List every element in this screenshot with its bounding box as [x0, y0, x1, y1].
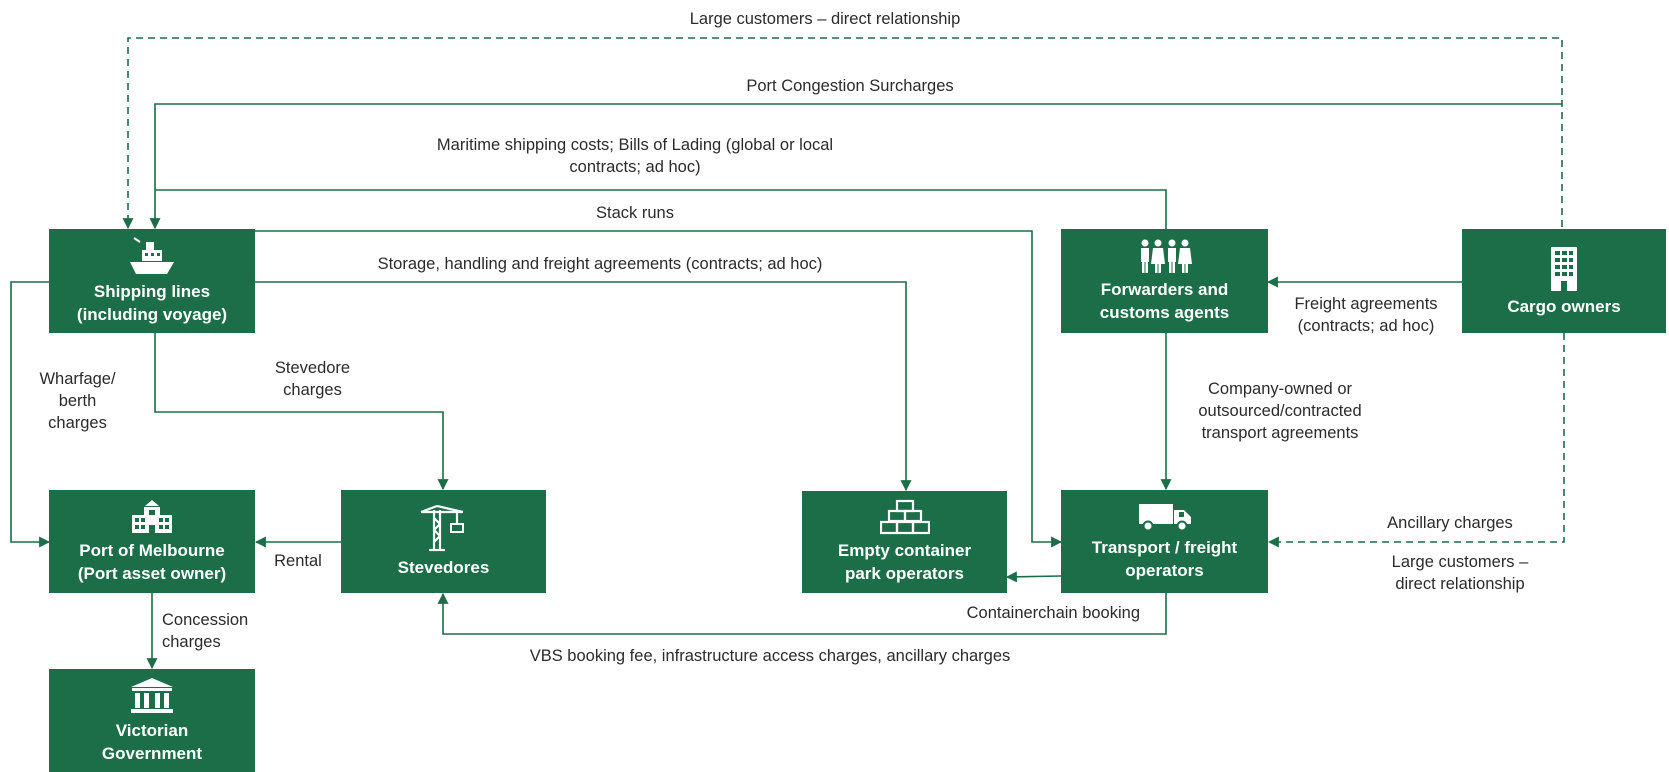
label-freight-agreements: Freight agreements (contracts; ad hoc) [1294, 295, 1438, 335]
label-company-owned: Company-owned or outsourced/contracted t… [1198, 380, 1362, 442]
label-concession: Concession charges [162, 611, 249, 651]
node-label: Shipping lines (including voyage) [76, 282, 228, 324]
node-transport-operators: Transport / freight operators [1061, 490, 1268, 593]
label-large-customers-top: Large customers – direct relationship [689, 10, 961, 28]
port-building-icon [132, 499, 172, 533]
label-stevedore-charges: Stevedore charges [274, 359, 351, 399]
node-label: Forwarders and customs agents [1099, 280, 1230, 322]
node-label: Stevedores [397, 558, 490, 577]
label-wharfage: Wharfage/ berth charges [39, 370, 116, 432]
truck-icon [1138, 503, 1191, 531]
edge-ancillary [1267, 323, 1570, 548]
people-icon [1140, 239, 1192, 273]
label-rental: Rental [274, 552, 322, 570]
node-cargo-owners: Cargo owners [1462, 229, 1666, 333]
node-label: Port of Melbourne (Port asset owner) [77, 540, 227, 583]
node-stevedores: Stevedores [341, 490, 546, 593]
government-icon [131, 677, 173, 713]
node-forwarders: Forwarders and customs agents [1061, 229, 1268, 333]
node-label: Victorian Government [101, 720, 203, 763]
edge-maritime-costs [155, 189, 1167, 229]
label-maritime-costs: Maritime shipping costs; Bills of Lading… [436, 136, 834, 176]
node-port-of-melbourne: Port of Melbourne (Port asset owner) [49, 490, 255, 593]
label-ancillary: Ancillary charges [1387, 514, 1513, 532]
edge-port-congestion [149, 103, 1562, 230]
container-stack-icon [879, 499, 930, 535]
node-label: Empty container park operators [837, 541, 972, 583]
node-label: Transport / freight operators [1091, 537, 1238, 580]
label-containerchain: Containerchain booking [966, 604, 1140, 622]
node-label: Cargo owners [1507, 296, 1621, 316]
edge-large-customers-top [122, 37, 1568, 249]
edge-wharfage [10, 281, 51, 548]
label-storage-handling: Storage, handling and freight agreements… [377, 255, 823, 273]
node-empty-container-park: Empty container park operators [802, 491, 1007, 593]
edge-vbs-booking [437, 592, 1167, 635]
label-vbs-booking: VBS booking fee, infrastructure access c… [529, 647, 1011, 665]
label-large-customers-right: Large customers – direct relationship [1391, 553, 1529, 593]
node-victorian-government: Victorian Government [49, 669, 255, 772]
label-port-congestion: Port Congestion Surcharges [746, 77, 954, 95]
node-shipping-lines: Shipping lines (including voyage) [49, 229, 255, 333]
edge-stack-runs [255, 230, 1063, 548]
ship-icon [130, 237, 174, 274]
edge-stevedore-charges [154, 333, 449, 491]
building-icon [1551, 246, 1577, 291]
label-stack-runs: Stack runs [596, 204, 674, 222]
edge-storage-handling [255, 281, 912, 492]
edge-containerchain [1005, 571, 1062, 583]
crane-icon [420, 504, 464, 552]
